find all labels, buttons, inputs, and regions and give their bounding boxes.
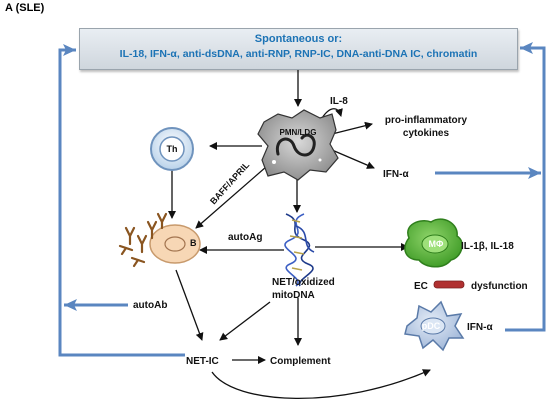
il1b-il18-label: IL-1β, IL-18 — [461, 241, 514, 252]
arrow-netic-to-pdc — [211, 369, 431, 400]
ifn-alpha-top-label: IFN-α — [383, 169, 409, 180]
b-label: B — [190, 238, 197, 248]
arrow-il8-loop — [321, 108, 343, 119]
autoab-label: autoAb — [133, 300, 167, 311]
net-dna-icon — [284, 213, 315, 287]
dysfunction-label: dysfunction — [471, 281, 528, 292]
stimuli-box: Spontaneous or: IL-18, IFN-α, anti-dsDNA… — [79, 28, 518, 70]
arrow-b-to-netic — [175, 269, 204, 341]
pro-inflammatory-label-2: cytokines — [403, 128, 450, 139]
macrophage-cell — [404, 218, 463, 268]
arrow-pmn-to-ifn — [331, 149, 375, 169]
il8-label: IL-8 — [330, 96, 348, 107]
ec-bar — [433, 280, 465, 289]
panel-label: A (SLE) — [5, 2, 45, 14]
complement-label: Complement — [270, 356, 331, 367]
ec-label: EC — [414, 281, 428, 292]
autoag-label: autoAg — [228, 232, 262, 243]
net-mitodna-label-2: mitoDNA — [272, 290, 315, 301]
macrophage-label: MΦ — [429, 239, 444, 249]
ifn-alpha-pdc-label: IFN-α — [467, 322, 493, 333]
pro-inflammatory-label-1: pro-inflammatory — [385, 115, 468, 126]
net-mitodna-label-1: NET/oxidized — [272, 277, 335, 288]
b-cell — [149, 224, 201, 264]
pmn-ldg-cell — [257, 109, 339, 181]
antibodies-icon — [118, 212, 168, 268]
pmn-label: PMN/LDG — [280, 128, 317, 137]
arrow-pmn-to-cytokines — [331, 121, 373, 135]
th-cell — [150, 127, 194, 171]
stimuli-items: IL-18, IFN-α, anti-dsDNA, anti-RNP, RNP-… — [119, 48, 478, 60]
arrow-pmn-to-b-baff — [195, 159, 275, 229]
arrow-net-to-netic — [219, 301, 271, 341]
net-ic-label: NET-IC — [186, 356, 219, 367]
stimuli-title: Spontaneous or: — [254, 33, 343, 45]
pdc-cell — [404, 300, 465, 352]
feedback-arrow-right — [505, 42, 546, 332]
th-label: Th — [167, 144, 178, 154]
pdc-label: pDC — [422, 321, 441, 331]
feedback-arrow-left — [58, 44, 185, 357]
